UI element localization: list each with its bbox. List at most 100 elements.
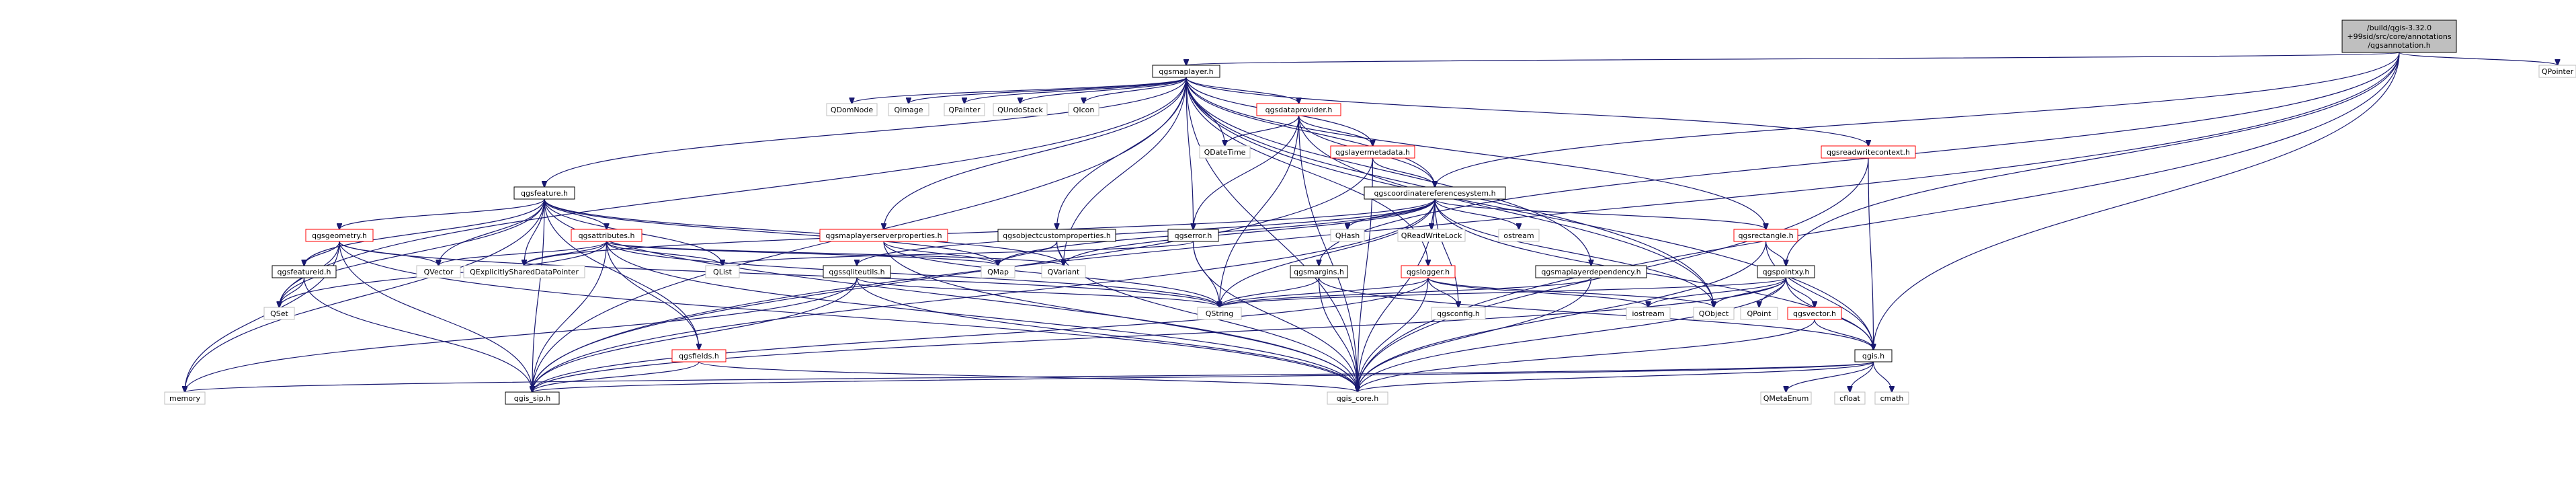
- edge-qgsattributes-to-QVector: [439, 241, 608, 266]
- edge-qgspointxy-to-QString: [1220, 277, 1787, 307]
- node-qgsfeature[interactable]: qgsfeature.h: [513, 186, 575, 200]
- node-label-qgslogger: qgslogger.h: [1407, 268, 1450, 276]
- node-qgis[interactable]: qgis.h: [1854, 349, 1893, 362]
- node-qgsdataprovider[interactable]: qgsdataprovider.h: [1256, 103, 1341, 116]
- node-label-QHash: QHash: [1335, 231, 1360, 240]
- node-qgspointxy[interactable]: qgspointxy.h: [1757, 265, 1815, 278]
- edge-root-to-qgis_core: [1358, 52, 2400, 392]
- edge-qgsmaplayer-to-QIcon: [1084, 77, 1187, 104]
- edge-qgsdataprovider-to-qgis_core: [1298, 115, 1358, 392]
- node-qgslayermetadata[interactable]: qgslayermetadata.h: [1330, 145, 1415, 159]
- node-qgsconfig: qgsconfig.h: [1431, 307, 1486, 320]
- edge-qgsfeatureid-to-QSet: [280, 277, 305, 307]
- edge-qgsdataprovider-to-qgserror: [1194, 115, 1300, 229]
- edge-qgsmaplayer-to-qgsfeature: [544, 77, 1187, 187]
- node-qgserror[interactable]: qgserror.h: [1167, 229, 1219, 242]
- node-box-qgslogger: [1401, 265, 1456, 278]
- edge-qgsmaplayer-to-qgserror: [1186, 77, 1194, 229]
- node-qgsfields[interactable]: qgsfields.h: [671, 349, 726, 362]
- node-label-QIcon: QIcon: [1073, 106, 1095, 114]
- node-QSet: QSet: [263, 307, 295, 320]
- edge-qgsdataprovider-to-QString: [1220, 115, 1300, 307]
- node-label-qgsdataprovider: qgsdataprovider.h: [1265, 106, 1333, 114]
- edge-qgsattributes-to-qgs_sip: [532, 241, 608, 392]
- edge-qgsmaplayer-to-qgsdataprovider: [1186, 77, 1299, 104]
- node-qgsrectangle[interactable]: qgsrectangle.h: [1733, 229, 1798, 242]
- edge-root-to-qgscoordinatereferencesystem: [1435, 52, 2400, 187]
- node-box-QVariant: [1041, 265, 1086, 278]
- edge-qgslogger-to-qgis_core: [1358, 277, 1429, 392]
- edge-qgscoordinatereferencesystem-to-QString: [1220, 198, 1436, 307]
- node-label-QDateTime: QDateTime: [1204, 148, 1246, 157]
- node-qgsobjectcustomproperties[interactable]: qgsobjectcustomproperties.h: [997, 229, 1116, 242]
- edge-qgsrectangle-to-qgis_core: [1358, 241, 1767, 392]
- node-label-QPointer: QPointer: [2542, 67, 2574, 76]
- node-box-QPointer: [2538, 65, 2576, 78]
- node-label-qgspointxy: qgspointxy.h: [1763, 268, 1810, 276]
- edge-qgslayermetadata-to-qgscoordinatereferencesystem: [1372, 157, 1436, 187]
- edge-qgssqliteutils-to-QString: [856, 277, 1220, 307]
- edge-qgsdataprovider-to-qgslayermetadata: [1298, 115, 1373, 146]
- node-QList: QList: [705, 265, 740, 278]
- node-label-QExplicitlySharedDataPointer: QExplicitlySharedDataPointer: [470, 268, 579, 276]
- node-qgis_core: qgis_core.h: [1327, 391, 1388, 405]
- node-box-qgsobjectcustomproperties: [997, 229, 1116, 242]
- node-box-qgserror: [1167, 229, 1219, 242]
- node-label-qgscoordinatereferencesystem: qgscoordinatereferencesystem.h: [1374, 189, 1495, 198]
- node-label-ostream: ostream: [1503, 231, 1534, 240]
- edge-qgsattributes-to-QVariant: [606, 241, 1064, 266]
- node-box-qgsfields: [671, 349, 726, 362]
- node-box-QMetaEnum: [1760, 391, 1812, 405]
- node-cfloat: cfloat: [1834, 391, 1866, 405]
- node-qgsmaplayerdependency[interactable]: qgsmaplayerdependency.h: [1535, 265, 1647, 278]
- node-box-QUndoStack: [993, 103, 1048, 116]
- node-qgsfeatureid[interactable]: qgsfeatureid.h: [272, 265, 337, 278]
- edge-qgsmaplayerserverproperties-to-qgis_core: [883, 241, 1358, 392]
- node-qgsgeometry[interactable]: qgsgeometry.h: [305, 229, 374, 242]
- node-qgsattributes[interactable]: qgsattributes.h: [571, 229, 642, 242]
- node-box-qgsattributes: [571, 229, 642, 242]
- edge-qgsdataprovider-to-QDateTime: [1225, 115, 1300, 146]
- edge-qgis-to-qgs_sip: [532, 361, 1874, 392]
- node-label-qgsfields: qgsfields.h: [679, 352, 719, 360]
- edge-qgscoordinatereferencesystem-to-ostream: [1434, 198, 1519, 229]
- node-box-QPoint: [1740, 307, 1778, 320]
- edge-qgsfeature-to-qgsgeometry: [339, 198, 545, 229]
- node-box-QDateTime: [1199, 145, 1251, 159]
- node-qgs_sip[interactable]: qgis_sip.h: [505, 391, 560, 405]
- edge-qgsmaplayer-to-qgis_core: [1186, 77, 1358, 392]
- node-label-QImage: QImage: [894, 106, 923, 114]
- node-qgssqliteutils[interactable]: qgssqliteutils.h: [823, 265, 891, 278]
- node-box-qgis: [1854, 349, 1893, 362]
- node-qgsvector[interactable]: qgsvector.h: [1787, 307, 1842, 320]
- node-QUndoStack: QUndoStack: [993, 103, 1048, 116]
- node-box-QHash: [1330, 229, 1365, 242]
- node-label-qgsfeatureid: qgsfeatureid.h: [278, 268, 331, 276]
- node-qgscoordinatereferencesystem[interactable]: qgscoordinatereferencesystem.h: [1364, 186, 1506, 200]
- node-label-QDomNode: QDomNode: [831, 106, 874, 114]
- node-qgslogger[interactable]: qgslogger.h: [1401, 265, 1456, 278]
- edge-qgsrectangle-to-qgis: [1765, 241, 1874, 350]
- node-qgsmaplayerserverproperties[interactable]: qgsmaplayerserverproperties.h: [819, 229, 948, 242]
- node-qgsreadwritecontext[interactable]: qgsreadwritecontext.h: [1821, 145, 1916, 159]
- edge-qgis-to-cmath: [1872, 361, 1893, 392]
- node-label-QString: QString: [1206, 309, 1234, 318]
- node-box-qgsvector: [1787, 307, 1842, 320]
- node-qgsmargins[interactable]: qgsmargins.h: [1290, 265, 1348, 278]
- edge-qgslogger-to-QString: [1220, 277, 1429, 307]
- edge-qgslogger-to-QObject: [1427, 277, 1714, 307]
- edge-qgsmaplayer-to-QImage: [909, 77, 1187, 104]
- edge-qgsmaplayer-to-qgis: [1186, 77, 1874, 350]
- edge-qgsmaplayer-to-qgsreadwritecontext: [1186, 77, 1868, 146]
- node-label-qgis: qgis.h: [1862, 352, 1884, 360]
- node-box-QVector: [416, 265, 461, 278]
- edge-qgsfeature-to-QVariant: [544, 198, 1064, 266]
- node-label-QPoint: QPoint: [1747, 309, 1772, 318]
- node-qgsmaplayer[interactable]: qgsmaplayer.h: [1152, 65, 1220, 78]
- node-label-QReadWriteLock: QReadWriteLock: [1401, 231, 1462, 240]
- node-QExplicitlySharedDataPointer: QExplicitlySharedDataPointer: [463, 265, 585, 278]
- node-root[interactable]: /build/qgis-3.32.0+99sid/src/core/annota…: [2341, 20, 2457, 53]
- edge-qgsmaplayer-to-qgsmaplayerserverproperties: [884, 77, 1187, 229]
- node-box-QList: [705, 265, 740, 278]
